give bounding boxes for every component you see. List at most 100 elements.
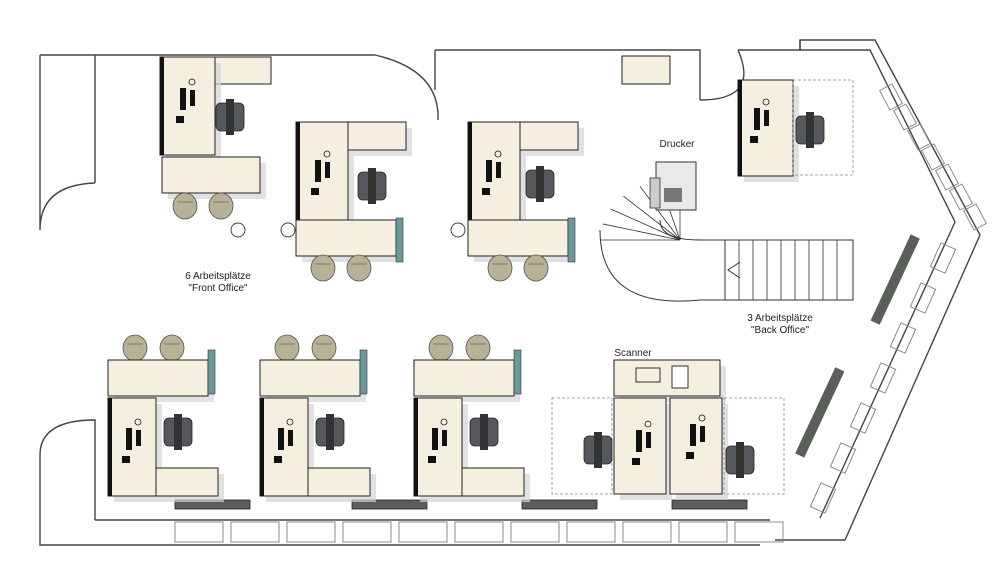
- desk: [413, 359, 515, 397]
- back-office-count-label: 3 Arbeitsplätze: [747, 313, 813, 324]
- visitor-chair-icon: [208, 192, 234, 220]
- printer-icon: [655, 161, 697, 211]
- window-icon: [929, 242, 957, 274]
- visitor-chair-icon: [274, 334, 300, 362]
- window-icon: [920, 143, 946, 171]
- desk: [159, 56, 216, 156]
- workstation: [259, 334, 376, 502]
- window-icon: [909, 282, 937, 314]
- window-icon: [342, 521, 392, 543]
- scanner-lid: [671, 365, 689, 389]
- scanner-icon: [635, 367, 661, 383]
- cabinet: [213, 56, 272, 85]
- telephone-icon: [311, 188, 319, 195]
- window-icon: [934, 163, 960, 191]
- mouse-icon: [286, 418, 294, 426]
- monitor-icon: [315, 160, 321, 182]
- keyboard-icon: [442, 430, 447, 446]
- mouse-icon: [323, 150, 331, 158]
- desk: [467, 219, 569, 257]
- monitor-icon: [126, 428, 132, 450]
- window-icon: [678, 521, 728, 543]
- telephone-icon: [122, 456, 130, 463]
- cabinet: [621, 55, 671, 85]
- visitor-chair-icon: [465, 334, 491, 362]
- glass-partition: [395, 217, 404, 263]
- workstation: [159, 56, 266, 238]
- glass-partition: [567, 217, 576, 263]
- wall-segment: [699, 49, 745, 101]
- window-icon: [174, 521, 224, 543]
- scanner-label: Scanner: [614, 348, 652, 359]
- visitor-chair-icon: [487, 254, 513, 282]
- wall-segment: [39, 455, 760, 546]
- telephone-icon: [274, 456, 282, 463]
- telephone-icon: [686, 452, 694, 459]
- desk-edge: [414, 398, 418, 496]
- mouse-icon: [644, 420, 652, 428]
- wall-segment: [374, 54, 439, 121]
- desk: [295, 121, 349, 221]
- cabinets: [213, 55, 671, 85]
- window-icon: [286, 521, 336, 543]
- printer-label: Drucker: [659, 139, 695, 150]
- window-icon: [878, 83, 904, 111]
- wall-segment: [435, 49, 701, 100]
- window-icon: [510, 521, 560, 543]
- wall-segment: [39, 419, 96, 520]
- workstation: [107, 334, 224, 502]
- monitor-icon: [180, 88, 186, 110]
- monitor-icon: [432, 428, 438, 450]
- telephone-icon: [750, 136, 758, 143]
- desk: [307, 467, 371, 497]
- radiator-icon: [521, 499, 598, 510]
- desk-edge: [296, 122, 300, 220]
- walls: [39, 39, 981, 546]
- window-icon: [622, 521, 672, 543]
- desk-edge: [108, 398, 112, 496]
- keyboard-icon: [646, 432, 651, 448]
- workstation: [413, 334, 530, 502]
- workstation: [551, 359, 785, 500]
- window-icon: [849, 402, 877, 434]
- window-icon: [829, 442, 857, 474]
- keyboard-icon: [136, 430, 141, 446]
- stair-step: [610, 208, 681, 241]
- window-icon: [454, 521, 504, 543]
- window-icon: [398, 521, 448, 543]
- mouse-icon: [440, 418, 448, 426]
- keyboard-icon: [496, 162, 501, 178]
- glass-partition: [513, 349, 522, 395]
- keyboard-icon: [190, 90, 195, 106]
- windows: [174, 83, 988, 543]
- keyboard-icon: [288, 430, 293, 446]
- radiators: [174, 234, 920, 510]
- desk-edge: [468, 122, 472, 220]
- office-chair-arm: [806, 112, 814, 148]
- stair-step: [639, 186, 681, 241]
- visitor-chair-icon: [428, 334, 454, 362]
- visitor-chair-icon: [122, 334, 148, 362]
- desk: [613, 359, 721, 397]
- mouse-icon: [762, 98, 770, 106]
- window-icon: [566, 521, 616, 543]
- office-chair-arm: [480, 414, 488, 450]
- workstation: [450, 121, 584, 282]
- visitor-chair-icon: [159, 334, 185, 362]
- visitor-chair-icon: [523, 254, 549, 282]
- mouse-icon: [134, 418, 142, 426]
- window-icon: [869, 362, 897, 394]
- visitor-chair-icon: [346, 254, 372, 282]
- desk: [347, 121, 407, 151]
- printer-panel: [664, 188, 682, 202]
- plant-icon: [280, 222, 296, 238]
- desk-edge: [160, 57, 164, 155]
- desk-zone: [723, 397, 785, 495]
- window-icon: [230, 521, 280, 543]
- plant-icon: [230, 222, 246, 238]
- plant-icon: [450, 222, 466, 238]
- stair-flight: [724, 239, 854, 301]
- office-chair-arm: [536, 166, 544, 202]
- office-chair-arm: [736, 442, 744, 478]
